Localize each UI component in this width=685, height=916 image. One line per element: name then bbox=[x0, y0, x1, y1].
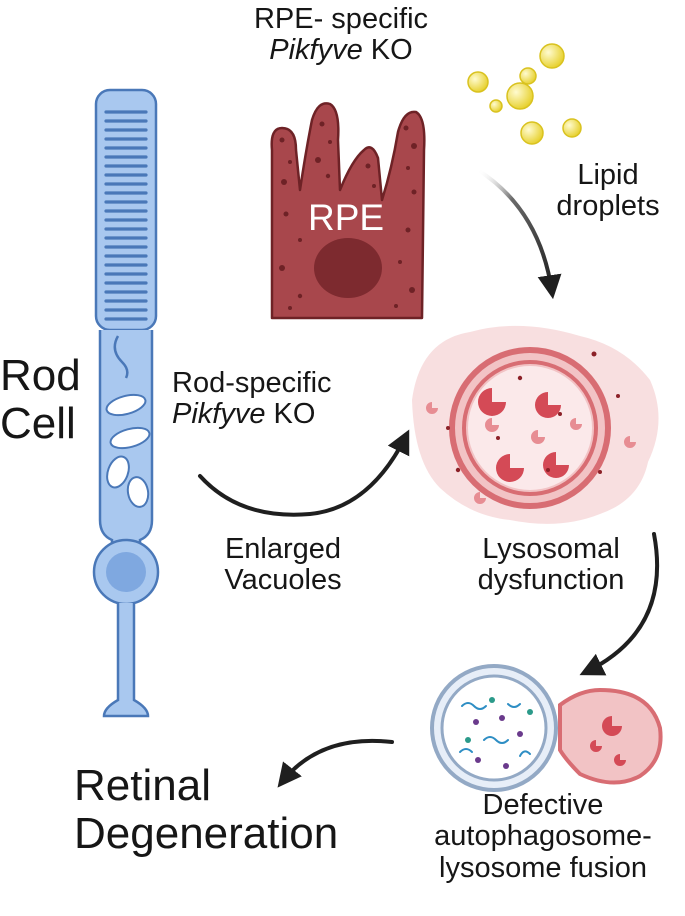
lipid-line1: Lipid bbox=[577, 159, 639, 191]
lysosome-contents bbox=[478, 388, 569, 482]
rod-line2: Cell bbox=[0, 398, 76, 448]
rpe-ko-gene: Pikfyve bbox=[269, 34, 363, 67]
arrow-rod-to-lysosome bbox=[198, 429, 410, 517]
rpe-ko-line1: RPE- specific bbox=[253, 3, 429, 35]
lysosomal-line1: Lysosomal bbox=[482, 533, 620, 565]
rod-line1: Rod bbox=[0, 351, 81, 400]
rpe-cell-label: RPE bbox=[308, 197, 385, 238]
mitochondria bbox=[105, 393, 151, 508]
lipid-droplets bbox=[467, 43, 582, 145]
rpe-ko-line2: Pikfyve KO bbox=[228, 35, 454, 66]
arrows bbox=[198, 168, 660, 788]
autophagosome-contents bbox=[459, 702, 531, 757]
defective-fusion-label: Defective autophagosome- lysosome fusion bbox=[404, 789, 682, 884]
lipid-line2: droplets bbox=[556, 190, 660, 223]
vacuoles-line1: Enlarged bbox=[224, 533, 342, 565]
retinal-line1: Retinal bbox=[74, 761, 211, 810]
vacuoles-line2: Vacuoles bbox=[224, 564, 342, 597]
rpe-nucleus bbox=[314, 238, 382, 298]
rpe-cell bbox=[270, 102, 426, 320]
rpe-ko-label: RPE- specific Pikfyve KO bbox=[228, 3, 454, 67]
defective-line1: Defective bbox=[482, 789, 604, 821]
fusion-compartment bbox=[430, 664, 663, 792]
lysosomal-line2: dysfunction bbox=[477, 564, 625, 597]
arrow-lipid-to-lysosome bbox=[476, 168, 562, 300]
rod-ko-suffix: KO bbox=[265, 398, 316, 431]
rod-ko-gene: Pikfyve bbox=[172, 398, 266, 431]
rod-ko-line2: Pikfyve KO bbox=[172, 399, 332, 430]
rod-ko-label: Rod-specific Pikfyve KO bbox=[172, 367, 332, 431]
retinal-line2: Degeneration bbox=[74, 808, 339, 858]
lysosome bbox=[412, 325, 659, 524]
defective-line3: lysosome fusion bbox=[439, 851, 647, 884]
lipid-droplets-label: Lipid droplets bbox=[548, 159, 668, 223]
rod-cell bbox=[92, 88, 160, 718]
arrow-lysosome-to-fusion bbox=[579, 532, 660, 676]
rod-cell-label: Rod Cell bbox=[0, 352, 81, 447]
defective-line2: autophagosome- bbox=[434, 820, 652, 853]
lysosomal-dysfunction-label: Lysosomal dysfunction bbox=[448, 533, 654, 597]
retinal-degeneration-label: Retinal Degeneration bbox=[74, 762, 338, 857]
rpe-ko-suffix: KO bbox=[362, 34, 413, 67]
rpe-granules bbox=[279, 121, 417, 310]
vacuoles-label: Enlarged Vacuoles bbox=[200, 533, 366, 597]
rod-ko-line1: Rod-specific bbox=[172, 367, 332, 399]
arrow-fusion-to-degeneration bbox=[277, 738, 394, 788]
rod-discs bbox=[104, 110, 148, 321]
